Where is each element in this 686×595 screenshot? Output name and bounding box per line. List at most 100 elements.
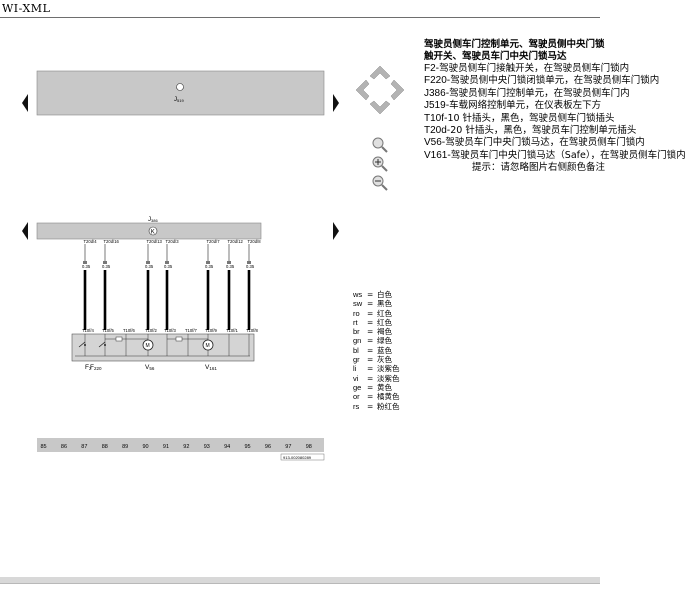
component-box (71, 333, 255, 362)
grid-number: 85 (41, 444, 47, 450)
wire-connector (103, 261, 107, 264)
legend-equals: = (367, 364, 374, 374)
pin-bottom-label: T10f/4 (82, 328, 95, 333)
grid-number: 95 (245, 444, 251, 450)
legend-code: rt (353, 317, 358, 327)
legend-color-name: 红色 (377, 317, 392, 327)
description-item-dash: - (441, 137, 446, 149)
description-item-text: 20 针插头，黑色，驾驶员车门控制单元插头 (450, 124, 637, 136)
legend-color-name: 淡紫色 (377, 364, 400, 374)
pan-left-icon[interactable] (355, 79, 370, 101)
description-item-code: T10f (424, 112, 445, 124)
legend-item: rs=粉红色 (353, 402, 400, 411)
component-label: F220 (90, 364, 102, 371)
legend-color-name: 橘黄色 (377, 392, 400, 402)
description-item: V56-驾驶员车门中央门锁马达，在驾驶员侧车门锁内 (424, 137, 645, 149)
description-item-code: J386 (424, 87, 446, 99)
grid-number: 90 (143, 444, 149, 450)
prev-page-arrow-top[interactable] (22, 94, 28, 112)
description-item-code: F2 (424, 63, 436, 74)
legend-color-name: 粉红色 (377, 401, 400, 411)
pin-bottom-label: T10f/3 (164, 328, 177, 333)
description-item-dash: - (446, 124, 451, 136)
description-item-code: T20d (424, 124, 447, 136)
pan-right-icon[interactable] (390, 79, 405, 101)
description-item-code: V56 (424, 137, 442, 149)
legend-equals: = (367, 345, 374, 355)
zoom-fit-icon[interactable] (372, 137, 388, 153)
unit-j386-badge-icon (148, 226, 158, 236)
pin-top-label: T20d/12 (228, 239, 244, 244)
pin-bottom-label: T10f/7 (185, 328, 198, 333)
switch-contact (84, 344, 86, 346)
description-item: V161-驾驶员车门中央门锁马达（Safe），在驾驶员侧车门锁内 (424, 150, 686, 162)
legend-item: br=褐色 (353, 327, 400, 336)
resistor-icon (175, 336, 183, 342)
switch-icon (98, 341, 106, 348)
description-item-text: 驾驶员车门中央门锁马达（Safe），在驾驶员侧车门锁内 (450, 149, 686, 161)
description-item: T10f-10 针插头，黑色，驾驶员侧车门锁插头 (424, 112, 615, 125)
description-item-text: 10 针插头，黑色，驾驶员侧车门锁插头 (447, 112, 615, 124)
grid-number: 96 (265, 444, 271, 450)
legend-equals: = (367, 382, 374, 392)
wire-connector (206, 261, 210, 264)
description-item: F2-驾驶员侧车门接触开关，在驾驶员侧车门锁内 (424, 63, 629, 75)
page-header-title: WI-XML (2, 2, 51, 15)
description-item-dash: - (445, 100, 450, 112)
legend-item: ge=黄色 (353, 383, 400, 392)
next-page-arrow-mid[interactable] (333, 222, 339, 240)
legend-item: rt=红色 (353, 318, 400, 327)
zoom-in-icon[interactable] (372, 156, 388, 172)
zoom-out-icon[interactable] (372, 175, 388, 191)
pin-bottom-label: T10f/1 (226, 328, 239, 333)
unit-j386-badge: K (151, 230, 155, 236)
legend-item: gr=灰色 (353, 355, 400, 364)
wire-connector (165, 261, 169, 264)
wire-gauge: 0.35 (102, 264, 111, 269)
doc-code: 913-002080289 (283, 455, 312, 460)
description-item-code: J519 (424, 100, 446, 112)
motor-icon (142, 339, 154, 351)
legend-color-name: 绿色 (377, 336, 392, 346)
legend-code: vi (353, 373, 359, 383)
wire-gauge: 0.35 (205, 264, 214, 269)
pin-top-label: T20d/16 (104, 239, 120, 244)
description-item: T20d-20 针插头，黑色，驾驶员车门控制单元插头 (424, 124, 636, 137)
prev-page-arrow-mid[interactable] (22, 222, 28, 240)
description-title-1: 驾驶员侧车门控制单元、驾驶员侧中央门锁 (424, 39, 605, 50)
wire-connector (146, 261, 150, 264)
component-label: V161 (205, 364, 217, 371)
legend-color-name: 褐色 (377, 327, 392, 337)
next-page-arrow-top[interactable] (333, 94, 339, 112)
wire-gauge: 0.35 (82, 264, 91, 269)
legend-code: ws (353, 290, 363, 299)
legend-code: gn (353, 336, 362, 346)
wire-connector (227, 261, 231, 264)
description-item-dash: - (445, 87, 450, 99)
description-title-2: 触开关、驾驶员车门中央门锁马达 (424, 51, 567, 62)
legend-code: br (353, 327, 360, 337)
legend-equals: = (367, 290, 374, 299)
pan-down-icon[interactable] (369, 100, 391, 115)
grid-number: 87 (81, 444, 87, 450)
grid-number: 97 (285, 444, 291, 450)
pan-up-icon[interactable] (369, 65, 391, 80)
description-hint-row: 提示：请忽略图片右侧颜色备注 (424, 162, 605, 174)
description-item: J386-驾驶员侧车门控制单元，在驾驶员侧车门内 (424, 87, 630, 100)
description-item-text: 驾驶员侧车门接触开关，在驾驶员侧车门锁内 (439, 63, 630, 74)
motor-letter: M (146, 343, 150, 349)
legend-item: bl=蓝色 (353, 346, 400, 355)
component-label: V56 (145, 364, 155, 371)
doc-code-box (280, 453, 325, 461)
legend-color-name: 淡紫色 (377, 373, 400, 383)
pin-top-label: T20d/13 (147, 239, 163, 244)
legend-equals: = (367, 299, 374, 309)
description-item-text: 驾驶员侧中央门锁闭锁单元，在驾驶员侧车门锁内 (450, 75, 660, 87)
switch-icon (78, 341, 86, 348)
nav-controls (355, 65, 405, 191)
pin-bottom-label: T10f/9 (205, 328, 218, 333)
grid-number: 86 (61, 444, 67, 450)
grid-number: 89 (122, 444, 128, 450)
legend-code: or (353, 392, 360, 402)
